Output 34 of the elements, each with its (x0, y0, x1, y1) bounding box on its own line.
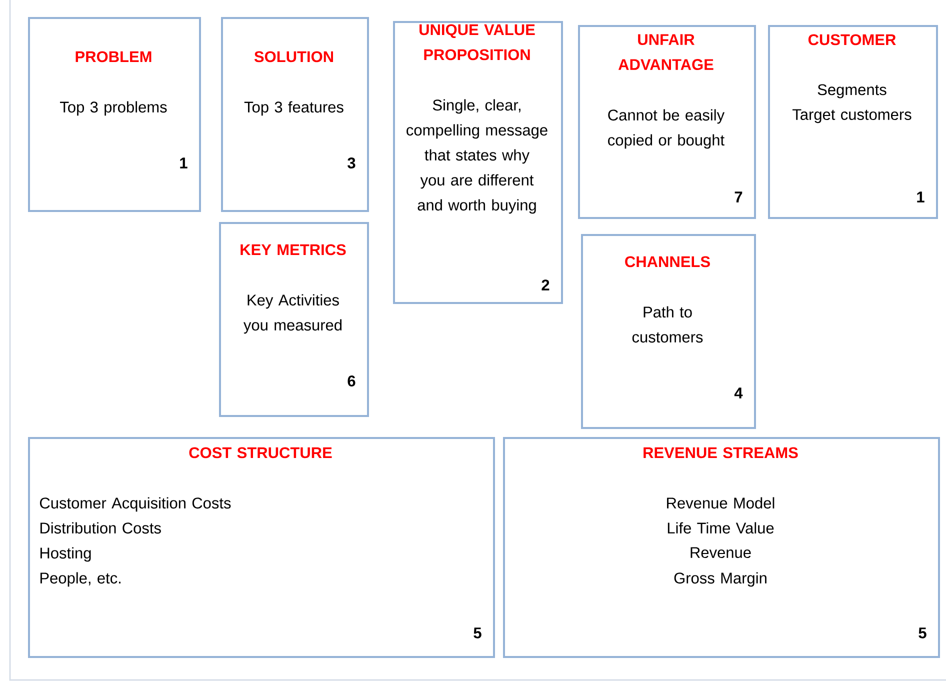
body-text: Target customers (792, 109, 912, 124)
section-heading: COST STRUCTURE (189, 447, 332, 458)
section-heading: SOLUTION (254, 51, 333, 62)
body-text: Revenue (690, 547, 751, 558)
body-text: Key Activities you measured (244, 294, 342, 334)
step-number: 5 (474, 628, 482, 638)
section-heading: PROBLEM (76, 51, 152, 62)
section-heading: UNIQUE VALUE PROPOSITION (420, 24, 535, 60)
body-text: Life Time Value (668, 522, 774, 534)
body-text: Top 3 features (244, 101, 344, 116)
section-heading: REVENUE STREAMS (644, 447, 798, 458)
step-number: 1 (917, 192, 924, 202)
step-number: 7 (734, 192, 742, 202)
body-text: Single, clear, compelling message that states why you are different and worth buying (406, 99, 548, 214)
section-heading: KEY METRICS (240, 244, 346, 256)
step-number: 3 (348, 158, 356, 168)
body-text: Top 3 problems (60, 101, 167, 116)
body-text: Distribution Costs (40, 522, 161, 534)
section-heading: UNFAIR ADVANTAGE (618, 34, 714, 70)
step-number: 6 (348, 376, 356, 386)
step-number: 2 (542, 280, 550, 290)
body-text: Revenue Model (667, 497, 774, 509)
body-text: Hosting (40, 547, 91, 562)
step-number: 1 (180, 158, 188, 168)
body-text: Segments (818, 84, 886, 98)
body-text: Customer Acquisition Costs (40, 497, 231, 512)
step-number: 4 (734, 388, 743, 398)
body-text: Cannot be easily copied or bought (608, 109, 725, 149)
step-number: 5 (918, 628, 926, 638)
section-heading: CHANNELS (625, 256, 710, 268)
body-text: Path to customers (632, 306, 703, 343)
body-text: People, etc. (40, 572, 120, 587)
body-text: Gross Margin (674, 572, 766, 587)
section-heading: CUSTOMER (808, 34, 896, 46)
